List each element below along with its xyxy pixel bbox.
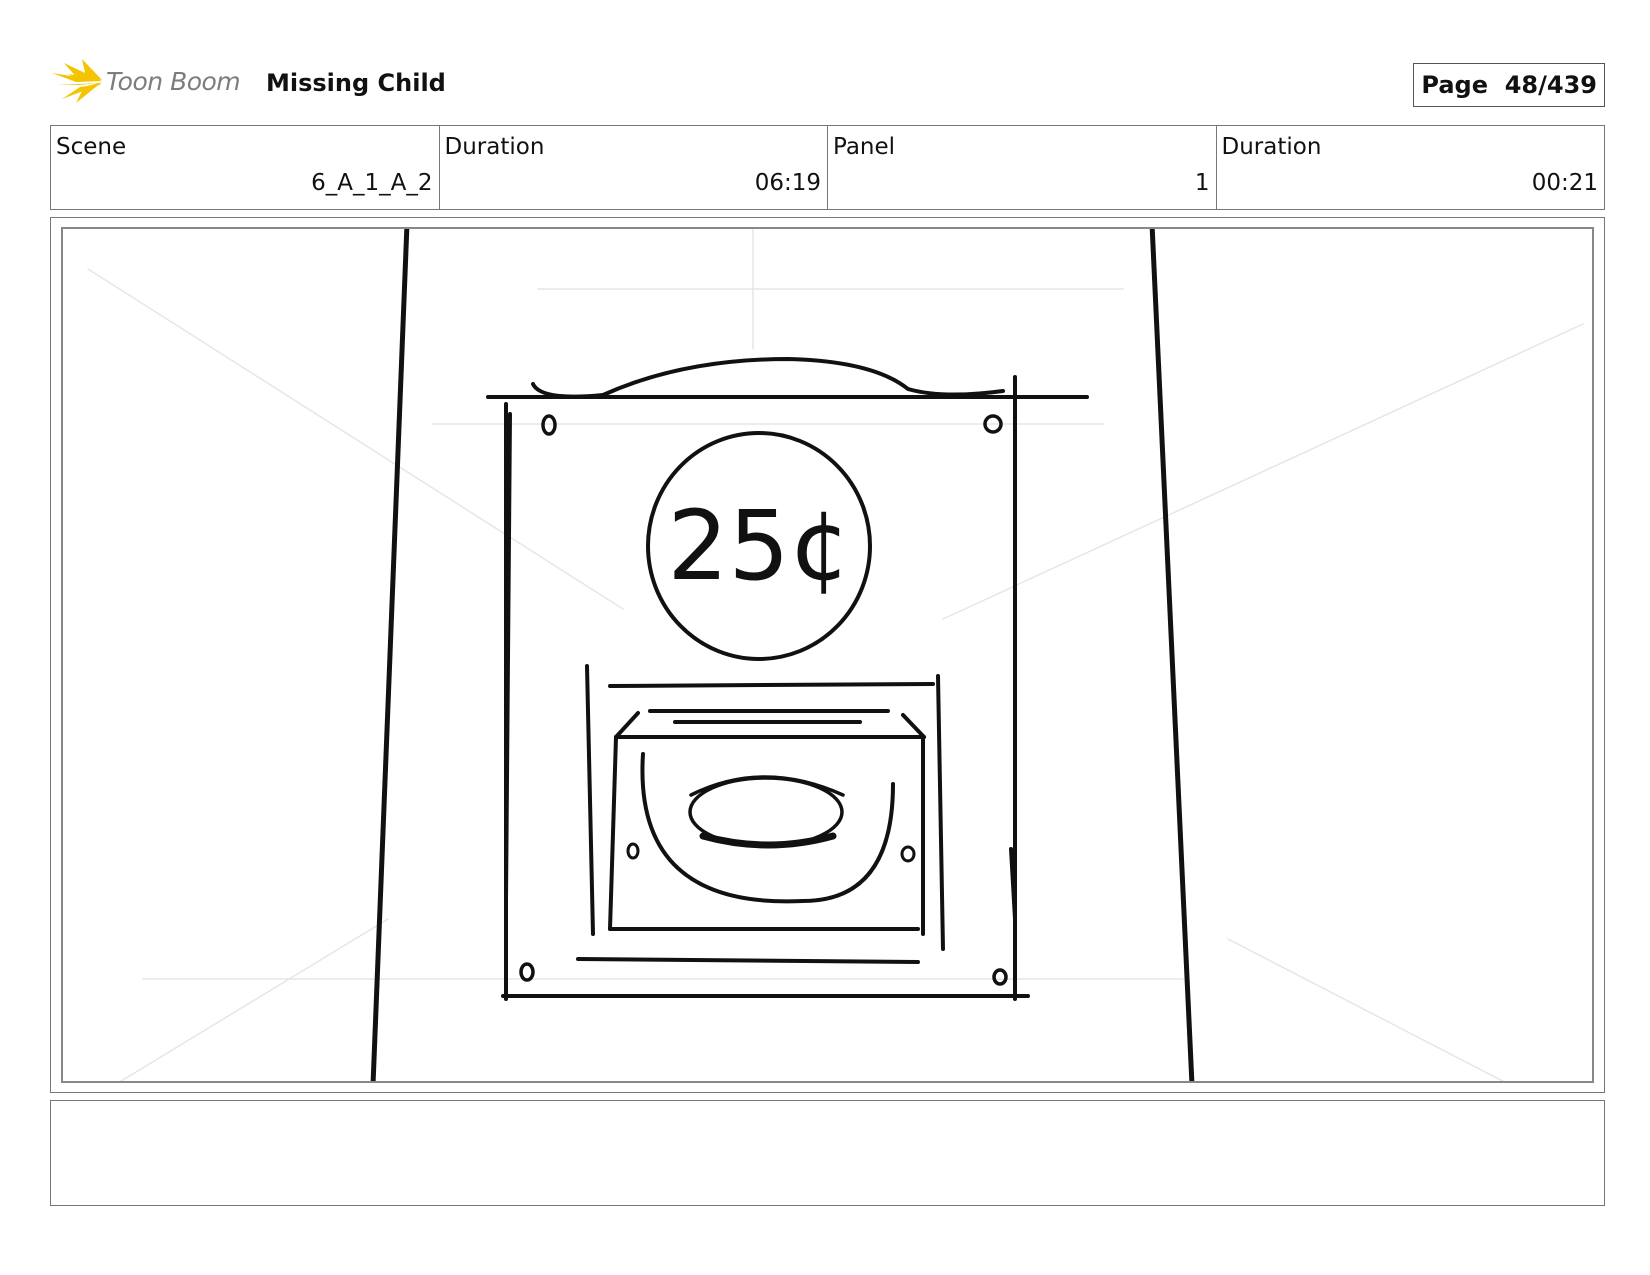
logo-text: Toon Boom (106, 67, 241, 96)
perspective-guides (87, 229, 1584, 1081)
sketch-drawing: 25¢ (87, 229, 1584, 1081)
wall-edges (370, 229, 1195, 1081)
price-circle (646, 431, 872, 661)
panel-duration-label: Duration (1221, 134, 1322, 160)
page-label: Page (1421, 71, 1489, 99)
storyboard-header: Toon Boom Missing Child Page 48/439 (50, 55, 1605, 110)
panel-drawing-area: 25¢ (61, 227, 1594, 1083)
panel-frame: 25¢ (50, 217, 1605, 1093)
scene-cell: Scene 6_A_1_A_2 (51, 126, 440, 209)
page-indicator: Page 48/439 (1413, 63, 1605, 107)
coin-slot-housing (576, 664, 945, 964)
panel-notes-box[interactable] (50, 1100, 1605, 1206)
price-text: 25¢ (667, 490, 850, 602)
scene-value: 6_A_1_A_2 (311, 170, 433, 196)
scene-duration-value: 06:19 (754, 170, 821, 196)
scene-label: Scene (56, 134, 127, 160)
project-title: Missing Child (266, 69, 446, 97)
toon-boom-logo: Toon Boom (50, 57, 250, 107)
panel-duration-value: 00:21 (1531, 170, 1598, 196)
panel-duration-cell: Duration 00:21 (1217, 126, 1605, 209)
panel-cell: Panel 1 (828, 126, 1217, 209)
coin-slot-opening (688, 775, 845, 849)
sign-plaque (486, 357, 1089, 1001)
panel-value: 1 (1194, 170, 1210, 196)
scene-duration-label: Duration (444, 134, 545, 160)
starburst-icon (52, 59, 102, 103)
slot-screws (626, 842, 916, 863)
scene-duration-cell: Duration 06:19 (440, 126, 828, 209)
screw-holes (519, 414, 1008, 986)
panel-label: Panel (833, 134, 896, 160)
page-number: 48/439 (1504, 71, 1597, 99)
scene-info-table: Scene 6_A_1_A_2 Duration 06:19 Panel 1 D… (50, 125, 1605, 210)
